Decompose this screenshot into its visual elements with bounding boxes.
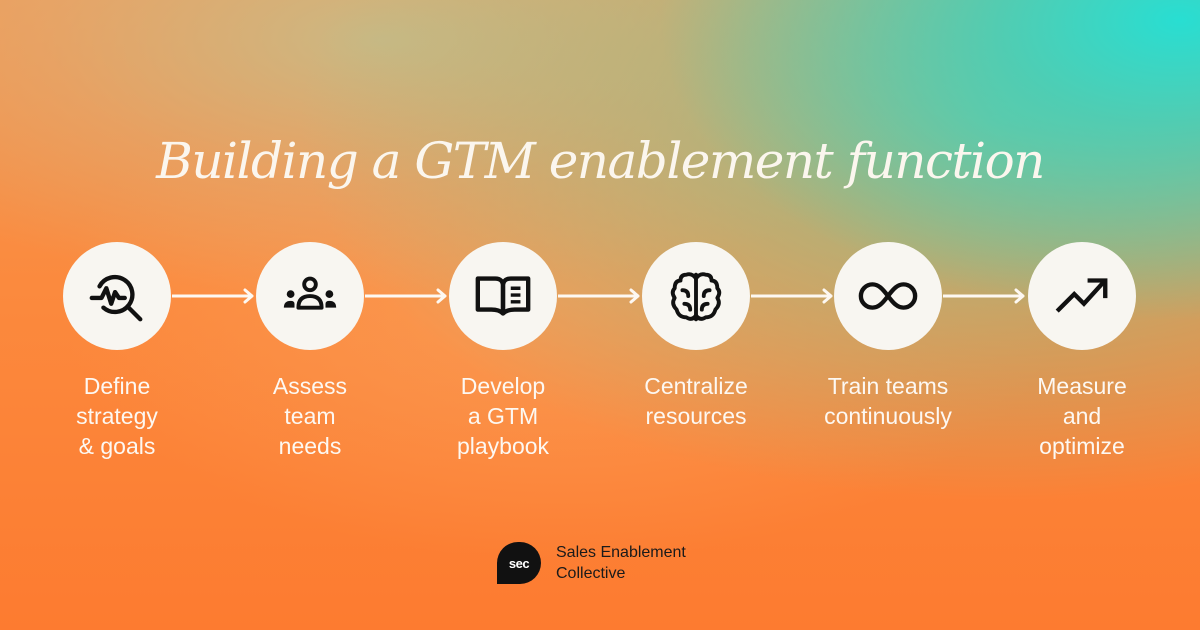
step-3-label: Develop a GTM playbook (456, 373, 550, 459)
step-6-label: Measure and optimize (1037, 373, 1127, 459)
sec-logo: sec (497, 542, 541, 584)
step-1-circle (63, 242, 171, 350)
open-book-icon (475, 276, 531, 316)
step-5-circle (834, 242, 942, 350)
arrow-connector (943, 288, 1025, 304)
brand-name: Sales Enablement Collective (556, 544, 686, 582)
step-1-label: Define strategy & goals (76, 373, 158, 459)
brain-icon (670, 272, 722, 322)
arrow-connector (558, 288, 640, 304)
step-2-label: Assess team needs (272, 373, 348, 459)
step-6-circle (1028, 242, 1136, 350)
page-title: Building a GTM enablement function (156, 131, 1045, 190)
step-5-label: Train teams continuously (824, 373, 952, 429)
infinity-icon (858, 282, 918, 310)
search-pulse-icon (89, 274, 143, 322)
trending-up-icon (1055, 278, 1108, 313)
step-4-label: Centralize resources (644, 373, 748, 429)
arrow-connector (751, 288, 833, 304)
step-3-circle (449, 242, 557, 350)
team-icon (283, 276, 337, 310)
arrow-connector (365, 288, 447, 304)
arrow-connector (172, 288, 254, 304)
step-4-circle (642, 242, 750, 350)
step-2-circle (256, 242, 364, 350)
